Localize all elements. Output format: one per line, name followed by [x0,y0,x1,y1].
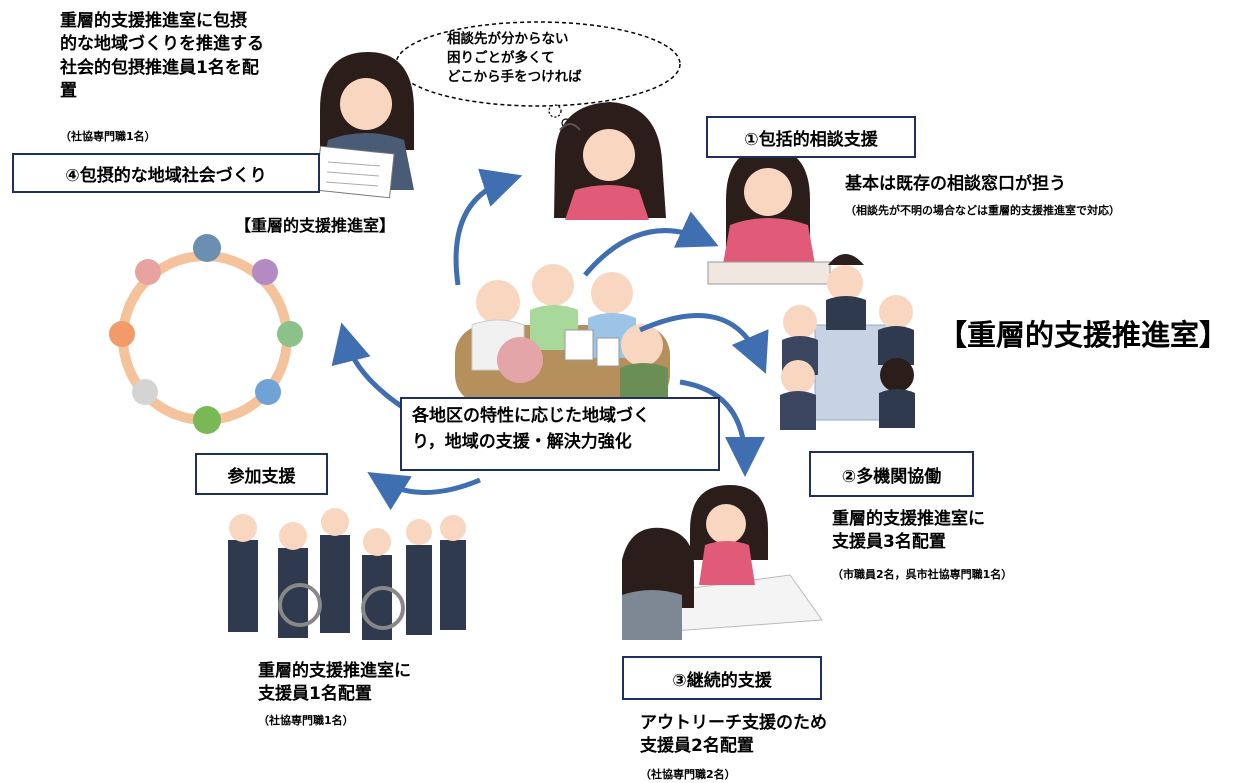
text-line: 支援員1名配置 [258,684,372,705]
office-label-small: 【重層的支援推進室】 [235,216,396,235]
top-left-description: 重層的支援推進室に包摂 的な地域づくりを推進する 社会的包摂推進員1名を配 置 [60,10,264,104]
text-line: アウトリーチ支援のため [640,713,827,733]
office-label-large: 【重層的支援推進室】 [938,318,1229,352]
box-continuous-support: ③継続的支援 [622,656,822,700]
outreach-description: アウトリーチ支援のため 支援員2名配置 [640,712,827,759]
text-line: 社会的包摂推進員1名を配 [60,57,259,78]
box-comprehensive-consultation: ①包括的相談支援 [706,116,916,158]
bubble-line: どこから手をつければ [447,69,582,86]
center-message-box: 各地区の特性に応じた地域づく り，地域の支援・解決力強化 [400,397,720,471]
participation-note: （社協専門職1名） [258,714,354,727]
outreach-note: （社協専門職2名） [640,768,736,781]
woman-with-papers-icon [315,52,414,199]
thought-bubble [395,21,681,128]
meeting-group-icon [455,264,670,405]
bubble-line: 相談先が分からない [447,31,569,47]
bubble-line: 困りごとが多くて [447,50,555,67]
center-line: り，地域の支援・解決力強化 [412,432,632,453]
multi-agency-note: （市職員2名，呉市社協専門職1名） [832,568,1013,581]
box-inclusive-community: ④包摂的な地域社会づくり [12,153,320,193]
team-meeting-icon [780,254,915,430]
top-left-note: （社協専門職1名） [60,130,156,143]
text-line: 重層的支援推進室に [258,661,411,681]
text-line: 支援員3名配置 [832,532,946,553]
multi-agency-description: 重層的支援推進室に 支援員3名配置 [832,508,985,555]
people-circle-icon [109,234,303,434]
box-participation-support: 参加支援 [195,453,328,495]
counseling-icon [622,485,823,640]
text-line: 置 [60,81,77,102]
worried-woman-icon [554,102,666,220]
participation-description: 重層的支援推進室に 支援員1名配置 [258,660,411,707]
support-group-icon [228,508,466,640]
woman-at-desk-icon [707,148,831,285]
text-line: 的な地域づくりを推進する [60,34,264,55]
cycle-arrows [331,168,769,511]
center-line: 各地区の特性に応じた地域づく [412,406,650,426]
bubble-text: 相談先が分からない 困りごとが多くて どこから手をつければ [447,30,582,87]
consultation-description: 基本は既存の相談窓口が担う [845,174,1066,194]
consultation-note: （相談先が不明の場合などは重層的支援推進室で対応） [845,204,1120,217]
text-line: 重層的支援推進室に包摂 [60,11,247,31]
text-line: 重層的支援推進室に [832,509,985,529]
text-line: 支援員2名配置 [640,736,754,757]
box-multi-agency: ②多機関協働 [809,451,974,497]
